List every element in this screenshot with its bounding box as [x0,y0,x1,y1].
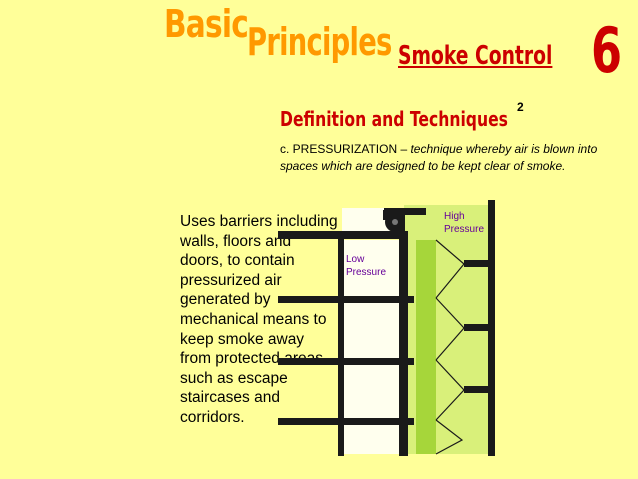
fan-icon [383,210,405,232]
outer-wall [488,200,495,456]
body-line: keep smoke away [180,330,305,348]
stair-flight [435,419,464,455]
title-smoke-control: Smoke Control [398,41,553,71]
section-title: Definition and Techniques [280,107,508,131]
landing [464,260,490,267]
body-line: staircases and [180,389,280,407]
definition-line-2: spaces which are designed to be kept cle… [280,159,566,173]
definition-line-1: technique whereby air is blown into [410,142,598,156]
low-pressure-label-line-1: Low [346,254,365,265]
pressurization-definition: c. PRESSURIZATION – technique whereby ai… [280,141,597,175]
landing [464,324,490,331]
body-line: Uses barriers including [180,213,338,230]
body-line: doors, to contain [180,252,295,270]
low-pressure-label-line-2: Pressure [346,267,387,278]
body-line: walls, floors and [180,232,292,250]
body-line: such as escape [180,369,288,387]
stair-wall [399,231,408,456]
fan-housing-top [384,208,426,215]
floor-slab [278,296,414,303]
title-basic: Basic [164,2,249,46]
high-pressure-label-line-1: High [444,211,465,222]
landing [464,386,490,393]
high-pressure-label-line-2: Pressure [444,224,485,235]
body-line: generated by [180,291,271,309]
chapter-number: 6 [591,14,623,87]
footnote-superscript: 2 [517,100,524,114]
stair-shaft [416,240,436,454]
body-line: mechanical means to [180,310,327,328]
definition-lead: c. PRESSURIZATION – [280,142,411,156]
floor-slab [278,418,414,425]
high-pressure-label: High Pressure [444,210,484,236]
body-line: corridors. [180,408,245,426]
building-structure [278,200,495,456]
low-pressure-label: Low Pressure [346,253,386,279]
floor-slab [278,358,414,365]
body-line: pressurized air [180,271,282,289]
corridor-wall [338,231,344,456]
title-principles: Principles [247,20,392,64]
